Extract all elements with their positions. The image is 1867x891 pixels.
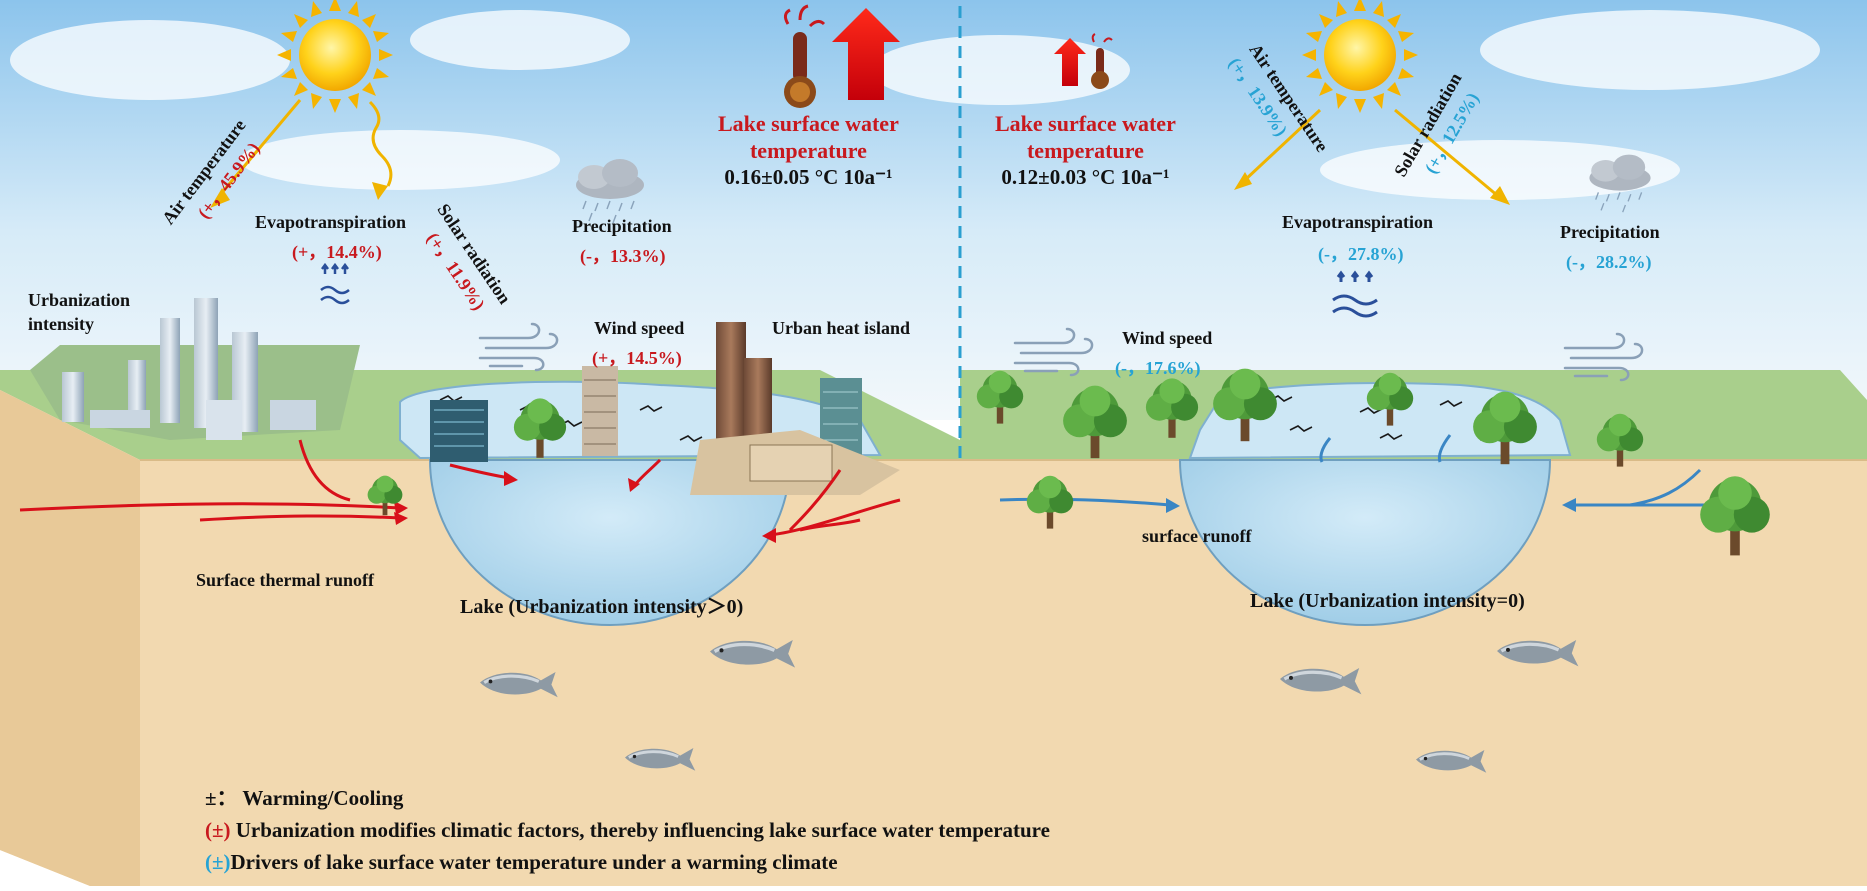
right-evapotranspiration-value: (-，27.8%) — [1318, 244, 1404, 264]
up-arrow-icon — [1054, 38, 1086, 86]
legend-text-climate-drivers: Drivers of lake surface water temperatur… — [230, 850, 838, 874]
left-evapotranspiration-label: Evapotranspiration — [255, 212, 407, 232]
urbanization-line1: Urbanization — [28, 290, 131, 310]
surface-runoff-label: surface runoff — [1142, 526, 1252, 546]
left-lswt-line2: temperature — [749, 138, 867, 163]
right-lswt-line1: Lake surface water — [995, 111, 1176, 136]
building-icon — [160, 318, 180, 423]
building-icon — [430, 400, 488, 462]
lake-left-body — [428, 459, 792, 626]
right-wind-speed-label: Wind speed — [1122, 328, 1213, 348]
surface-runoff-arrows — [999, 434, 1720, 507]
left-lake-label: Lake (Urbanization intensity＞0) — [460, 596, 744, 618]
up-arrow-icon — [832, 8, 900, 100]
left-urbanization-intensity-label: Urbanization intensity — [28, 288, 130, 336]
urban-heat-island-label: Urban heat island — [772, 318, 911, 338]
building-icon — [206, 400, 242, 440]
building-icon — [62, 372, 84, 422]
legend-text-urbanization: Urbanization modifies climatic factors, … — [235, 818, 1050, 842]
right-wind-speed-value: (-，17.6%) — [1115, 358, 1201, 378]
clouds-decoration — [10, 10, 1820, 200]
right-lswt-rate: 0.12±0.03 °C 10a⁻¹ — [1001, 165, 1170, 189]
left-precipitation-value: (-，13.3%) — [580, 246, 666, 266]
thermal-runoff-arrows — [19, 439, 901, 537]
lake-right-body — [1178, 459, 1552, 626]
thermometer-icon — [783, 4, 826, 108]
urbanization-line2: intensity — [28, 314, 95, 334]
right-lswt-block: Lake surface water temperature 0.12±0.03… — [995, 110, 1176, 191]
left-evapotranspiration-value: (+，14.4%) — [292, 242, 382, 262]
surface-thermal-runoff-label: Surface thermal runoff — [196, 570, 374, 590]
left-lswt-block: Lake surface water temperature 0.16±0.05… — [718, 110, 899, 191]
left-lswt-rate: 0.16±0.05 °C 10a⁻¹ — [724, 165, 893, 189]
evaporation-icon — [320, 262, 350, 305]
building-icon — [128, 360, 146, 420]
thermometer-icon — [1091, 33, 1113, 89]
legend-text-warming-cooling: Warming/Cooling — [242, 786, 404, 810]
left-wind-speed-label: Wind speed — [594, 318, 685, 338]
legend-symbol-plusminus: ±： — [205, 786, 238, 810]
legend-row-climate-drivers: (±)Drivers of lake surface water tempera… — [205, 846, 1050, 878]
left-wind-speed-value: (+，14.5%) — [592, 348, 682, 368]
legend-row-warming-cooling: ±： Warming/Cooling — [205, 782, 1050, 814]
left-precipitation-label: Precipitation — [572, 216, 672, 236]
legend-symbol-red: (±) — [205, 818, 231, 842]
legend: ±： Warming/Cooling (±) Urbanization modi… — [205, 782, 1050, 878]
building-icon — [582, 366, 618, 456]
legend-row-urbanization: (±) Urbanization modifies climatic facto… — [205, 814, 1050, 846]
evaporation-icon — [1332, 270, 1378, 318]
legend-symbol-blue: (±) — [205, 850, 231, 874]
right-precipitation-label: Precipitation — [1560, 222, 1660, 242]
right-precipitation-value: (-，28.2%) — [1566, 252, 1652, 272]
right-evapotranspiration-label: Evapotranspiration — [1282, 212, 1434, 232]
left-lswt-line1: Lake surface water — [718, 111, 899, 136]
right-lake-label: Lake (Urbanization intensity=0) — [1250, 590, 1525, 612]
city-skyline-left — [30, 298, 900, 495]
right-lswt-line2: temperature — [1026, 138, 1144, 163]
